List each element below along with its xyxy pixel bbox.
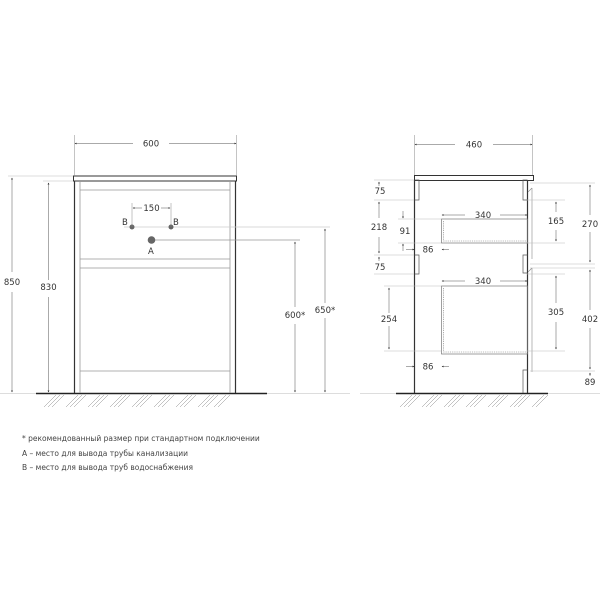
- note-point-b: B – место для вывода труб водоснабжения: [22, 463, 194, 472]
- top-drawer-box: [441, 218, 528, 244]
- bottom-drawer-offset-dimension: 86: [423, 363, 434, 373]
- note-recommended-size: * рекомендованный размер при стандартном…: [22, 434, 260, 443]
- bottom-drawer-left-height-dimension: 254: [381, 315, 397, 325]
- body-height-dimension: 830: [40, 283, 56, 293]
- front-countertop: [73, 175, 237, 182]
- pipe-b-height-dimension: 650*: [315, 306, 335, 316]
- legend-notes: * рекомендованный размер при стандартном…: [22, 432, 260, 476]
- pipe-b-left-label: B: [122, 218, 128, 228]
- drawer-gap-dimension: 91: [400, 227, 411, 237]
- top-drawer-outer-height-dimension: 270: [582, 220, 598, 230]
- bottom-drawer-inner-height-dimension: 305: [548, 308, 564, 318]
- front-view: B B A 150 600 850 830 600* 650*: [0, 135, 350, 408]
- top-drawer-offset-dimension: 86: [423, 246, 434, 256]
- front-width-dimension: 600: [143, 140, 159, 150]
- total-height-dimension: 850: [4, 278, 20, 288]
- top-drawer-inner-height-dimension: 165: [548, 217, 564, 227]
- side-view: 460 75 218 75 91 340 86 165: [360, 135, 600, 408]
- pipe-spacing-dimension: 150: [143, 204, 159, 214]
- side-countertop: [414, 175, 534, 181]
- side-ground-hatch: [399, 394, 549, 408]
- plinth-height-dimension: 89: [585, 378, 596, 388]
- mid-panel-dimension: 75: [375, 263, 386, 273]
- front-ground-hatch: [43, 394, 231, 408]
- bottom-drawer-box: [441, 285, 528, 355]
- top-drawer-width-dimension: 340: [475, 211, 491, 221]
- pipe-a-icon: [147, 236, 156, 244]
- pipe-a-height-dimension: 600*: [285, 311, 305, 321]
- top-panel-dimension: 75: [375, 187, 386, 197]
- note-point-a: A – место для вывода трубы канализации: [22, 448, 189, 458]
- drawer-zone-dimension: 218: [371, 223, 387, 233]
- pipe-a-label: A: [148, 247, 154, 257]
- bottom-drawer-outer-height-dimension: 402: [582, 315, 598, 325]
- bottom-drawer-width-dimension: 340: [475, 277, 491, 287]
- pipe-b-right-label: B: [173, 218, 179, 228]
- side-depth-dimension: 460: [466, 141, 482, 151]
